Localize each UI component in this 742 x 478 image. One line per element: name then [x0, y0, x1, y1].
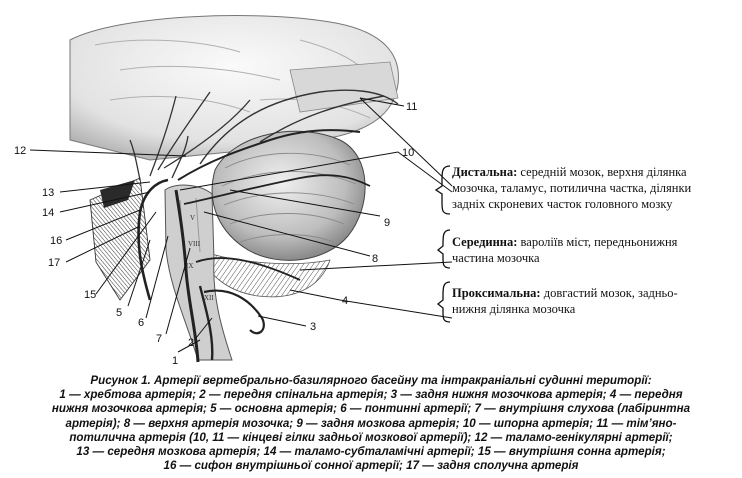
callout-14: 14 — [42, 207, 54, 219]
callout-12: 12 — [14, 145, 26, 157]
callout-7: 7 — [156, 333, 162, 345]
caption-line-3: нижня мозочкова артерія; 5 — основна арт… — [51, 402, 691, 416]
caption-line-5: потилична артерія (10, 11 — кінцеві гілк… — [69, 430, 673, 444]
anatomical-illustration: V VIII IX XII 1 2 3 4 — [14, 15, 453, 367]
callout-6: 6 — [138, 317, 144, 329]
territory-distal-label: Дистальна: — [452, 165, 518, 179]
territory-distal-text-2: мозочка, таламус, потилична частка, діля… — [452, 181, 692, 195]
svg-text:IX: IX — [186, 262, 193, 270]
svg-text:XII: XII — [204, 294, 214, 302]
caption-line-4: артерія); 8 — верхня артерія мозочка; 9 … — [65, 416, 677, 430]
callout-5: 5 — [116, 307, 122, 319]
callout-1: 1 — [172, 355, 178, 367]
callout-9: 9 — [384, 217, 390, 229]
leader-lines — [29, 97, 453, 353]
territory-distal-text-3: задніх скроневих часток головного мозку — [452, 197, 673, 211]
figure-caption: Рисунок 1. Артерії вертебрально-базилярн… — [0, 374, 742, 473]
callout-8: 8 — [372, 253, 378, 265]
callout-4: 4 — [342, 295, 348, 307]
callout-2: 2 — [188, 337, 194, 349]
svg-text:VIII: VIII — [188, 240, 201, 248]
callout-13: 13 — [42, 187, 54, 199]
territory-proximal: Проксимальна: довгастий мозок, задньо- н… — [452, 285, 742, 317]
callout-10: 10 — [402, 147, 414, 159]
callout-3: 3 — [310, 321, 316, 333]
caption-line-1: Рисунок 1. Артерії вертебрально-базилярн… — [90, 374, 652, 387]
callout-15: 15 — [84, 289, 96, 301]
territory-middle: Серединна: вароліїв міст, передньонижня … — [452, 234, 742, 266]
callout-17: 17 — [48, 257, 60, 269]
territory-middle-text-1: вароліїв міст, передньонижня — [517, 235, 678, 249]
territory-proximal-text-1: довгастий мозок, задньо- — [540, 286, 678, 300]
callout-numbers: 1 2 3 4 5 6 7 8 9 10 11 12 13 14 15 16 1… — [14, 101, 417, 367]
svg-text:V: V — [190, 214, 195, 222]
territory-proximal-label: Проксимальна: — [452, 286, 541, 300]
caption-line-7: 16 — сифон внутрішньої сонної артерії; 1… — [163, 459, 579, 473]
territory-middle-label: Серединна: — [452, 235, 518, 249]
brain-drawing: V VIII IX XII — [69, 15, 399, 363]
territory-distal-text-1: середній мозок, верхня ділянка — [517, 165, 687, 179]
caption-line-2: 1 — хребтова артерія; 2 — передня спінал… — [59, 388, 683, 402]
callout-16: 16 — [50, 235, 62, 247]
caption-line-6: 13 — середня мозкова артерія; 14 — талам… — [76, 445, 666, 459]
territory-braces — [434, 165, 451, 323]
territory-distal: Дистальна: середній мозок, верхня ділянк… — [452, 164, 742, 212]
territory-middle-text-2: частина мозочка — [452, 251, 540, 265]
callout-11: 11 — [406, 101, 417, 113]
territory-proximal-text-2: нижня ділянка мозочка — [452, 302, 576, 316]
